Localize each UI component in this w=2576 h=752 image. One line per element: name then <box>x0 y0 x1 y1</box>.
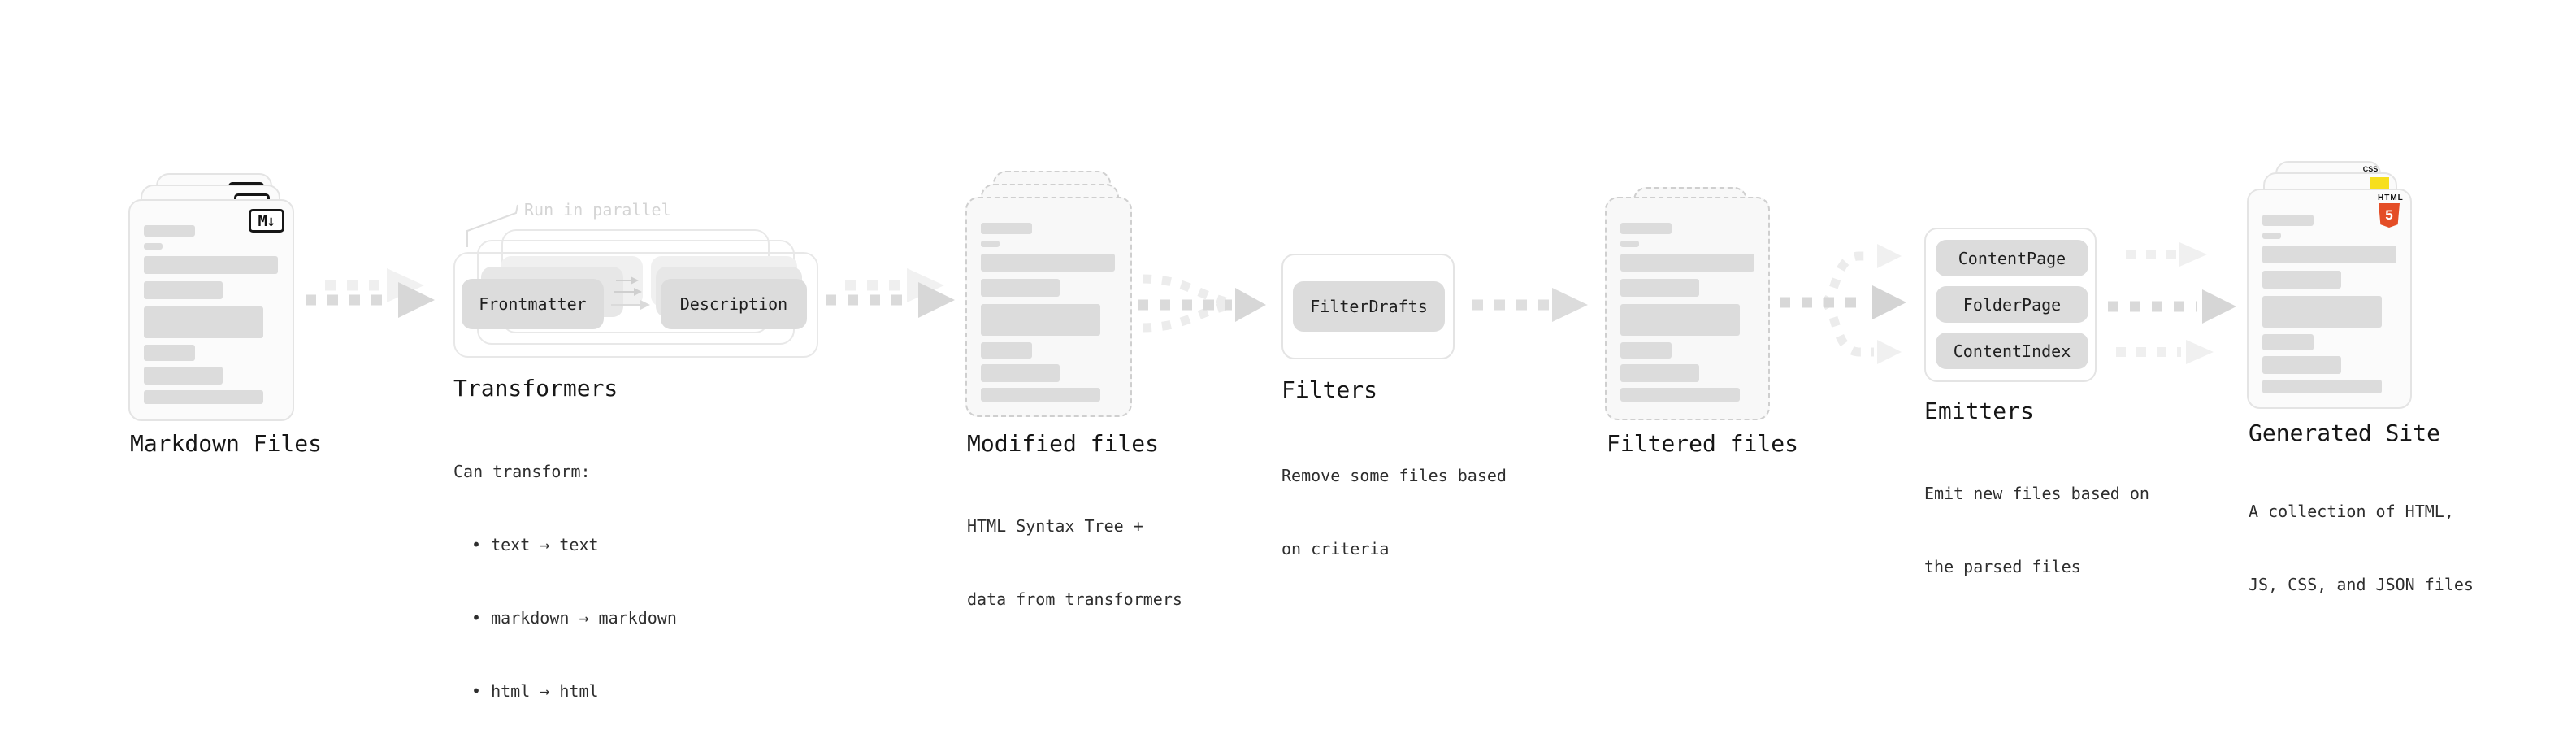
text-bar <box>2262 356 2341 374</box>
stage-label-modified: Modified files <box>967 430 1160 457</box>
transformer-outline-front <box>453 252 818 358</box>
css-icon-label: CSS <box>2362 165 2379 173</box>
file-card-front <box>1605 197 1770 420</box>
file-card-front-html: HTML 5 <box>2247 189 2412 409</box>
transformer-description-box: Description <box>661 279 807 329</box>
text-bar <box>981 241 1000 247</box>
text-bar <box>2262 246 2396 263</box>
transformers-description: Can transform: • text → text • markdown … <box>453 411 677 752</box>
filters-description: Remove some files based on criteria <box>1281 415 1507 610</box>
desc-line: A collection of HTML, <box>2249 502 2454 521</box>
text-bar <box>1620 342 1672 359</box>
stage-emitters-panel: ContentPage FolderPage ContentIndex <box>1924 228 2097 382</box>
text-bar <box>981 279 1060 297</box>
text-bar <box>1620 254 1754 272</box>
text-bar <box>2262 215 2314 226</box>
desc-line: JS, CSS, and JSON files <box>2249 575 2474 594</box>
text-bar <box>1620 223 1672 234</box>
html5-icon-shield: 5 <box>2379 203 2400 228</box>
text-bar <box>981 223 1032 234</box>
text-bar <box>144 390 263 404</box>
file-card-front: M↓ <box>128 199 294 421</box>
text-bar <box>1620 304 1740 336</box>
html5-icon-label: HTML <box>2378 193 2404 202</box>
text-bar <box>144 225 195 237</box>
stage-generated-site: CSS HTML 5 <box>2247 161 2418 413</box>
stage-label-generated: Generated Site <box>2249 419 2441 446</box>
text-bar <box>981 254 1115 272</box>
text-bar <box>144 306 263 338</box>
text-bar <box>144 281 223 299</box>
run-in-parallel-annotation: Run in parallel <box>524 200 671 220</box>
stage-label-markdown: Markdown Files <box>130 430 323 457</box>
text-bar <box>144 345 195 361</box>
text-bar <box>981 342 1032 359</box>
html5-file-icon: HTML 5 <box>2378 193 2404 228</box>
stage-filtered-files <box>1605 187 1776 431</box>
stage-transformers: Frontmatter Description <box>453 207 827 370</box>
desc-line: Can transform: <box>453 462 591 481</box>
stage-label-filters: Filters <box>1281 376 1378 403</box>
text-bar <box>2262 334 2314 350</box>
desc-bullet: • html → html <box>471 681 599 701</box>
filter-drafts-box: FilterDrafts <box>1293 281 1445 332</box>
text-bar <box>144 243 163 250</box>
desc-bullet: • text → text <box>471 535 599 554</box>
stage-label-emitters: Emitters <box>1924 398 2034 424</box>
flow-arrows-emitters-to-generated <box>2108 242 2236 364</box>
text-bar <box>1620 388 1740 402</box>
emitters-description: Emit new files based on the parsed files <box>1924 433 2149 628</box>
text-bar <box>981 304 1100 336</box>
emitter-content-index-box: ContentIndex <box>1936 333 2088 369</box>
stage-label-transformers: Transformers <box>453 375 618 402</box>
desc-line: Emit new files based on <box>1924 484 2149 503</box>
flow-arrow-filters-to-filtered <box>1472 288 1588 322</box>
transformer-frontmatter-box: Frontmatter <box>462 279 604 329</box>
desc-line: the parsed files <box>1924 557 2081 576</box>
desc-line: data from transformers <box>967 589 1182 609</box>
text-bar <box>981 364 1060 382</box>
flow-arrow-filtered-to-emitters <box>1780 244 1906 364</box>
parallel-arrows-icon <box>611 276 650 310</box>
text-bar <box>1620 241 1639 247</box>
desc-line: HTML Syntax Tree + <box>967 516 1143 536</box>
text-bar <box>981 388 1100 402</box>
desc-line: on criteria <box>1281 539 1390 559</box>
emitter-folder-page-box: FolderPage <box>1936 286 2088 323</box>
text-bar <box>144 256 278 274</box>
text-bar <box>2262 380 2382 393</box>
text-bar <box>1620 364 1699 382</box>
file-card-front <box>965 197 1132 417</box>
text-bar <box>2262 233 2281 239</box>
callout-line <box>466 204 518 247</box>
flow-arrow-modified-to-filters <box>1138 274 1266 333</box>
stage-modified-files <box>965 171 1136 423</box>
stage-markdown-files: M↓ M↓ M↓ <box>128 173 299 425</box>
text-bar <box>2262 296 2382 328</box>
modified-description: HTML Syntax Tree + data from transformer… <box>967 465 1182 660</box>
desc-line: Remove some files based <box>1281 466 1507 485</box>
flow-arrow-transformers-to-modified <box>826 268 955 318</box>
generated-description: A collection of HTML, JS, CSS, and JSON … <box>2249 450 2474 646</box>
stage-label-filtered: Filtered files <box>1607 430 1799 457</box>
text-bar <box>1620 279 1699 297</box>
stage-filters-panel: FilterDrafts <box>1281 254 1455 359</box>
flow-arrow-markdown-to-transformers <box>306 268 435 318</box>
pipeline-diagram: M↓ M↓ M↓ Markdown Files Frontmatter Desc… <box>128 161 2474 701</box>
emitter-content-page-box: ContentPage <box>1936 240 2088 276</box>
text-bar <box>2262 271 2341 289</box>
text-bar <box>144 367 223 385</box>
desc-bullet: • markdown → markdown <box>471 608 677 628</box>
markdown-icon: M↓ <box>249 209 284 233</box>
